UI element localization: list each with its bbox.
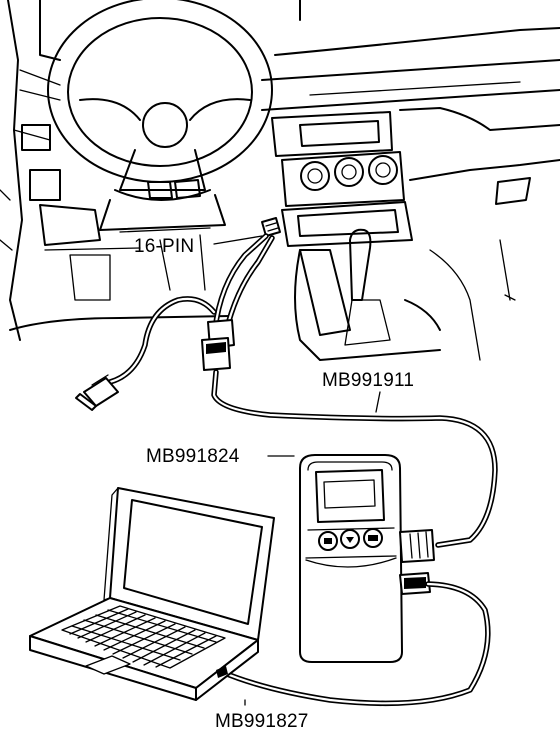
label-mb991827: MB991827: [215, 711, 309, 732]
leader-lines: [244, 391, 381, 706]
interface-unit-mb991824: [299, 454, 435, 663]
diagnostic-connector-16pin: [213, 217, 281, 245]
label-mb991824: MB991824: [146, 446, 240, 467]
label-mb991911: MB991911: [322, 370, 415, 391]
loose-connector-plug: [75, 374, 119, 411]
cable-mb991827: [219, 581, 491, 707]
cable-mb991911: [107, 233, 498, 548]
car-interior: [0, 0, 560, 361]
laptop: [29, 487, 275, 701]
label-16-pin: 16-PIN: [134, 236, 195, 257]
